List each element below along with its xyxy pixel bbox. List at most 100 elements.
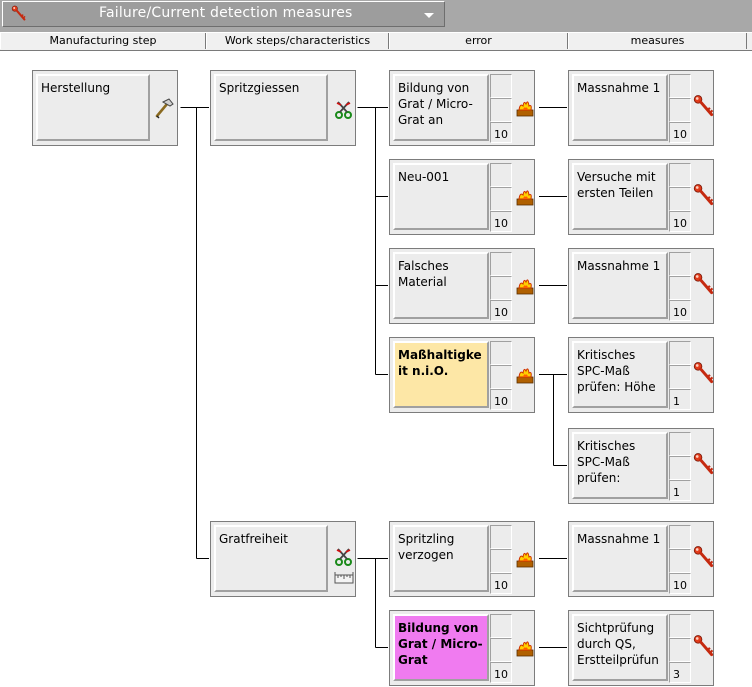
col-header-measures[interactable]: measures <box>568 33 747 49</box>
rating-value: 1 <box>673 486 680 499</box>
node-body: Spritzling verzogen <box>393 525 489 592</box>
node-label: Sichtprüfung durch QS, Erstteilprüfun <box>577 621 659 667</box>
node-body: Kritisches SPC-Maß prüfen: <box>572 432 668 499</box>
ruler-icon <box>333 570 355 586</box>
rating-box: 10 <box>669 300 691 321</box>
node-body: Maßhaltigkeit n.i.O. <box>393 341 489 408</box>
rating-box <box>490 365 512 389</box>
node-body: Massnahme 1 <box>572 525 668 592</box>
rating-box <box>490 74 512 98</box>
rating-box: 10 <box>490 389 512 410</box>
node-body: Sichtprüfung durch QS, Erstteilprüfun <box>572 614 668 681</box>
measure-node[interactable]: Massnahme 1 10 <box>568 521 714 597</box>
rating-box <box>490 525 512 549</box>
rating-box: 10 <box>669 573 691 594</box>
error-node[interactable]: Bildung von Grat / Micro-Grat an 10 <box>389 70 535 146</box>
col-header-work-steps[interactable]: Work steps/characteristics <box>206 33 389 49</box>
error-node-selected[interactable]: Maßhaltigkeit n.i.O. 10 <box>389 337 535 413</box>
node-body: Bildung von Grat / Micro-Grat <box>393 614 489 681</box>
rating-box <box>490 252 512 276</box>
col-header-error[interactable]: error <box>389 33 568 49</box>
manufacturing-step-node[interactable]: Herstellung <box>32 70 178 146</box>
scissors-icon <box>334 546 354 568</box>
error-node[interactable]: Spritzling verzogen 10 <box>389 521 535 597</box>
error-node[interactable]: Falsches Material 10 <box>389 248 535 324</box>
rating-box <box>669 614 691 638</box>
key-icon <box>693 451 715 479</box>
rating-value: 10 <box>494 128 508 141</box>
rating-box <box>669 638 691 662</box>
node-body: Massnahme 1 <box>572 74 668 141</box>
rating-box <box>490 638 512 662</box>
rating-box: 10 <box>490 211 512 232</box>
rating-box: 10 <box>490 662 512 683</box>
rating-box <box>669 525 691 549</box>
rating-value: 10 <box>673 579 687 592</box>
error-node-highlighted[interactable]: Bildung von Grat / Micro-Grat 10 <box>389 610 535 686</box>
view-selector[interactable]: Failure/Current detection measures <box>2 1 445 27</box>
rating-box <box>490 98 512 122</box>
node-label: Gratfreiheit <box>219 532 288 546</box>
rating-box <box>490 614 512 638</box>
key-icon <box>693 271 715 299</box>
rating-box <box>669 365 691 389</box>
node-label: Spritzgiessen <box>219 81 300 95</box>
column-headers: Manufacturing step Work steps/characteri… <box>0 32 752 51</box>
rating-value: 3 <box>673 668 680 681</box>
rating-box <box>669 74 691 98</box>
rating-box: 1 <box>669 389 691 410</box>
node-label: Massnahme 1 <box>577 81 661 95</box>
rating-box: 1 <box>669 480 691 501</box>
node-body: Herstellung <box>36 74 150 141</box>
node-label: Falsches Material <box>398 259 449 289</box>
fire-icon <box>514 276 536 296</box>
node-body: Bildung von Grat / Micro-Grat an <box>393 74 489 141</box>
work-step-node-gratfreiheit[interactable]: Gratfreiheit <box>210 521 356 597</box>
rating-box <box>669 549 691 573</box>
node-label: Bildung von Grat / Micro-Grat an <box>398 81 473 127</box>
work-step-node-spritzgiessen[interactable]: Spritzgiessen <box>210 70 356 146</box>
node-body: Falsches Material <box>393 252 489 319</box>
fire-icon <box>514 638 536 658</box>
rating-box <box>490 276 512 300</box>
rating-box <box>490 549 512 573</box>
measure-node[interactable]: Massnahme 1 10 <box>568 70 714 146</box>
rating-box <box>669 163 691 187</box>
node-label: Massnahme 1 <box>577 532 661 546</box>
node-label: Herstellung <box>41 81 111 95</box>
rating-value: 10 <box>673 217 687 230</box>
title-bar: Failure/Current detection measures <box>0 0 752 32</box>
key-icon <box>693 93 715 121</box>
node-label: Bildung von Grat / Micro-Grat <box>398 621 483 667</box>
node-label: Massnahme 1 <box>577 259 661 273</box>
fire-icon <box>514 365 536 385</box>
node-label: Kritisches SPC-Maß prüfen: Höhe <box>577 348 656 394</box>
rating-box <box>669 341 691 365</box>
node-body: Spritzgiessen <box>214 74 328 141</box>
node-label: Maßhaltigkeit n.i.O. <box>398 348 482 378</box>
col-header-manufacturing-step[interactable]: Manufacturing step <box>0 33 206 49</box>
measure-node[interactable]: Kritisches SPC-Maß prüfen: Höhe 1 <box>568 337 714 413</box>
rating-box: 10 <box>490 573 512 594</box>
view-title: Failure/Current detection measures <box>99 5 353 21</box>
rating-value: 10 <box>673 128 687 141</box>
rating-value: 10 <box>494 306 508 319</box>
rating-box: 10 <box>490 122 512 143</box>
rating-box <box>669 432 691 456</box>
rating-box: 3 <box>669 662 691 683</box>
measure-node[interactable]: Versuche mit ersten Teilen 10 <box>568 159 714 235</box>
chevron-down-icon[interactable] <box>419 8 439 22</box>
scissors-icon <box>334 99 354 121</box>
rating-value: 1 <box>673 395 680 408</box>
measure-node[interactable]: Sichtprüfung durch QS, Erstteilprüfun 3 <box>568 610 714 686</box>
rating-value: 10 <box>494 579 508 592</box>
rating-box: 10 <box>669 122 691 143</box>
measure-node[interactable]: Massnahme 1 10 <box>568 248 714 324</box>
error-node[interactable]: Neu-001 10 <box>389 159 535 235</box>
rating-value: 10 <box>494 395 508 408</box>
rating-box <box>669 187 691 211</box>
rating-box <box>490 187 512 211</box>
measure-node[interactable]: Kritisches SPC-Maß prüfen: 1 <box>568 428 714 504</box>
node-body: Neu-001 <box>393 163 489 230</box>
node-body: Versuche mit ersten Teilen <box>572 163 668 230</box>
